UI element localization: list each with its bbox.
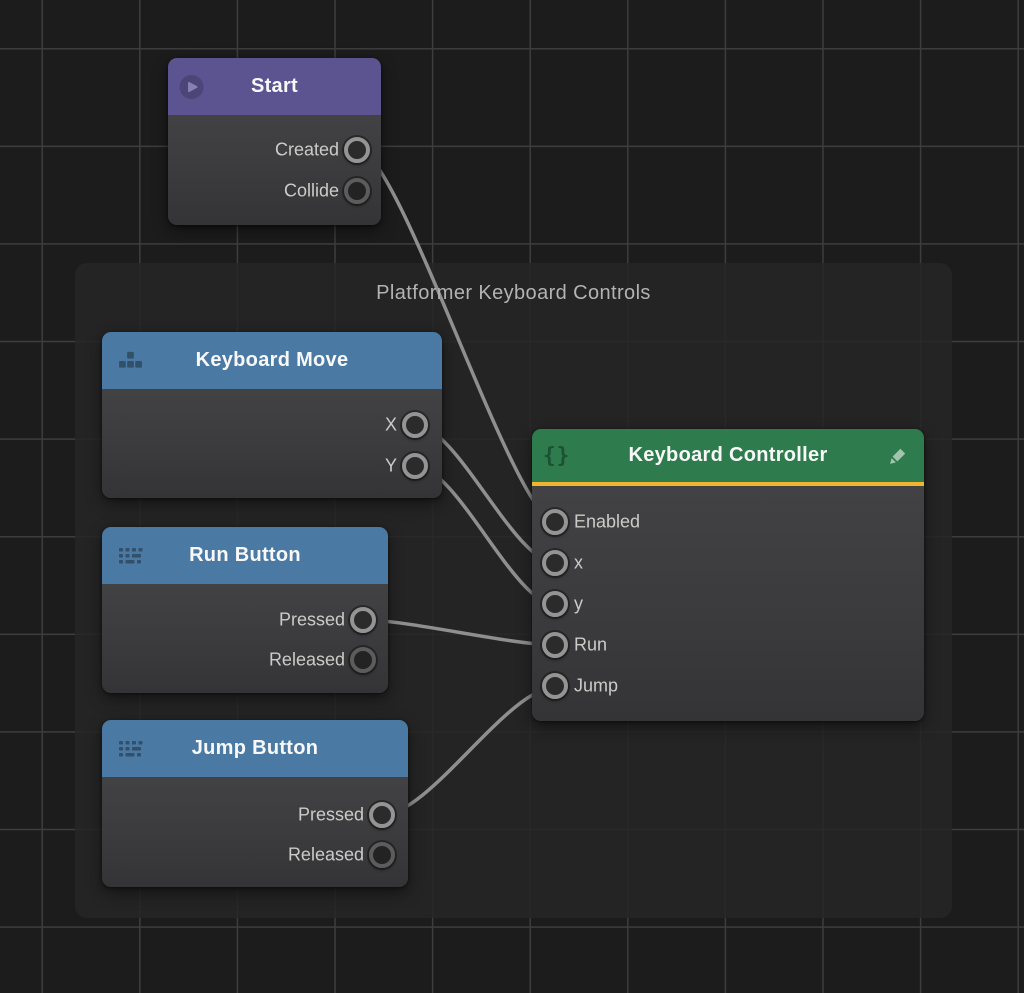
port-y-output[interactable] [402, 453, 428, 479]
node-run-button[interactable]: Run Button Pressed Released [102, 527, 388, 693]
keyboard-icon [118, 547, 144, 565]
node-keyboard-controller-header[interactable]: {} Keyboard Controller [532, 429, 924, 486]
port-created-output[interactable] [344, 137, 370, 163]
port-label-created: Created [274, 139, 339, 160]
node-jump-button[interactable]: Jump Button Pressed Released [102, 720, 408, 887]
port-released-output[interactable] [369, 842, 395, 868]
port-collide-output[interactable] [344, 178, 370, 204]
node-title: Jump Button [191, 737, 319, 759]
node-start[interactable]: Start Created Collide [168, 58, 381, 225]
port-label-enabled: Enabled [574, 511, 641, 532]
node-title: Keyboard Move [195, 349, 349, 371]
port-label-released: Released [287, 844, 364, 865]
port-label-y: Y [384, 455, 397, 476]
port-x-input[interactable] [542, 550, 568, 576]
node-jump-button-header[interactable]: Jump Button [102, 720, 408, 777]
port-jump-input[interactable] [542, 673, 568, 699]
node-start-body [168, 115, 381, 225]
node-keyboard-controller[interactable]: {} Keyboard Controller Enabled x y Run J… [532, 429, 924, 721]
play-icon [179, 74, 204, 99]
port-enabled-input[interactable] [542, 509, 568, 535]
port-pressed-output[interactable] [350, 607, 376, 633]
node-title: Start [250, 75, 299, 97]
port-label-jump: Jump [574, 675, 619, 696]
port-label-x: x [574, 552, 583, 573]
node-keyboard-move-header[interactable]: Keyboard Move [102, 332, 442, 389]
port-label-y: y [574, 593, 583, 614]
port-label-released: Released [268, 649, 345, 670]
node-title: Run Button [189, 544, 301, 566]
port-y-input[interactable] [542, 591, 568, 617]
port-label-pressed: Pressed [278, 609, 345, 630]
braces-icon: {} [543, 443, 571, 467]
node-keyboard-controller-body [532, 486, 924, 721]
pencil-icon[interactable] [888, 446, 908, 466]
node-start-header[interactable]: Start [168, 58, 381, 115]
port-x-output[interactable] [402, 412, 428, 438]
port-released-output[interactable] [350, 647, 376, 673]
node-run-button-body [102, 584, 388, 693]
node-run-button-header[interactable]: Run Button [102, 527, 388, 584]
port-label-x: X [384, 414, 397, 435]
blocks-icon [118, 350, 143, 371]
wire-pressed-to-jump[interactable] [380, 685, 558, 817]
port-label-run: Run [574, 634, 608, 655]
wire-pressed-to-run[interactable] [361, 618, 558, 647]
node-keyboard-move[interactable]: Keyboard Move X Y [102, 332, 442, 498]
port-label-pressed: Pressed [297, 804, 364, 825]
port-pressed-output[interactable] [369, 802, 395, 828]
keyboard-icon [118, 740, 144, 758]
node-keyboard-move-body [102, 389, 442, 498]
port-run-input[interactable] [542, 632, 568, 658]
node-title: Keyboard Controller [628, 444, 828, 466]
node-jump-button-body [102, 777, 408, 887]
port-label-collide: Collide [283, 180, 339, 201]
group-label: Platformer Keyboard Controls [376, 282, 651, 304]
